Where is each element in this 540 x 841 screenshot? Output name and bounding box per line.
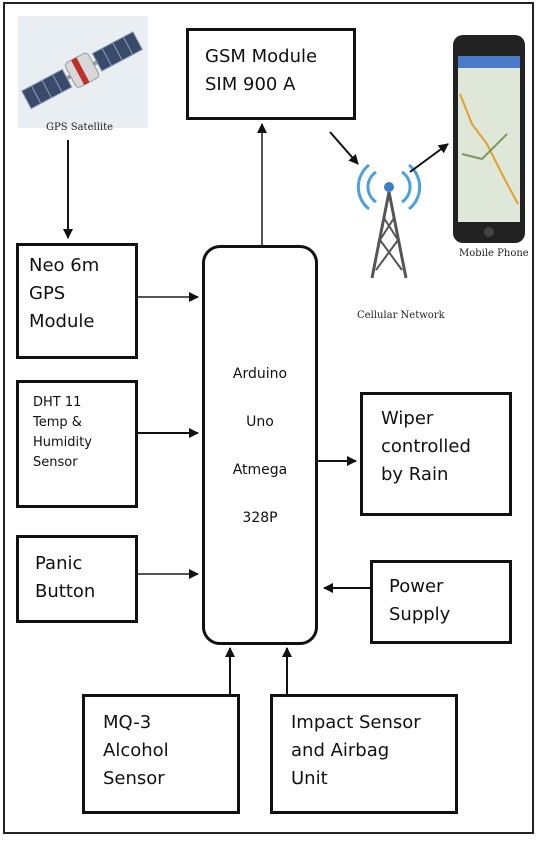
gps-module-line1: Neo 6m	[29, 255, 100, 276]
gsm-module-line1: GSM Module	[205, 46, 318, 67]
arrow-gsm-to-tower	[329, 131, 359, 165]
gsm-module-line2: SIM 900 A	[205, 73, 296, 95]
mobile-phone-icon	[453, 35, 525, 243]
gsm-module-box: GSM Module SIM 900 A	[186, 28, 356, 120]
impact-sensor-box: Impact Sensor and Airbag Unit	[270, 694, 458, 814]
arduino-line3: Atmega	[232, 462, 288, 478]
arduino-line2: Uno	[246, 414, 274, 430]
dht-sensor-box: DHT 11 Temp & Humidity Sensor	[16, 380, 138, 508]
alcohol-sensor-line2: Alcohol	[103, 739, 169, 761]
power-supply-box: Power Supply	[370, 560, 512, 644]
panic-button-box: Panic Button	[16, 535, 138, 623]
panic-button-line1: Panic	[35, 553, 83, 574]
impact-sensor-line1: Impact Sensor	[291, 712, 421, 733]
dht-sensor-line3: Humidity	[33, 435, 92, 451]
wiper-box: Wiper controlled by Rain	[360, 392, 512, 516]
mobile-phone-caption: Mobile Phone	[459, 248, 529, 259]
arduino-line1: Arduino	[232, 366, 288, 382]
gps-module-box: Neo 6m GPS Module	[16, 243, 138, 359]
impact-sensor-line2: and Airbag	[291, 739, 390, 761]
panic-button-line2: Button	[35, 580, 96, 602]
arduino-uno-block: Arduino Uno Atmega 328P	[202, 245, 318, 645]
diagram-frame	[3, 2, 534, 834]
wiper-line3: by Rain	[381, 463, 449, 485]
gps-module-line2: GPS	[29, 282, 66, 304]
gps-module-line3: Module	[29, 310, 95, 332]
alcohol-sensor-line1: MQ-3	[103, 712, 152, 733]
power-supply-line1: Power	[389, 576, 444, 597]
alcohol-sensor-line3: Sensor	[103, 767, 165, 789]
cellular-tower-icon	[356, 163, 422, 279]
wiper-line1: Wiper	[381, 408, 434, 429]
wiper-line2: controlled	[381, 435, 471, 457]
gps-satellite-icon	[18, 16, 148, 128]
cellular-network-caption: Cellular Network	[357, 310, 445, 321]
gps-satellite-caption: GPS Satellite	[46, 122, 114, 133]
dht-sensor-line4: Sensor	[33, 455, 78, 471]
dht-sensor-line2: Temp &	[33, 415, 82, 431]
alcohol-sensor-box: MQ-3 Alcohol Sensor	[82, 694, 240, 814]
power-supply-line2: Supply	[389, 603, 451, 625]
arduino-line4: 328P	[242, 510, 278, 526]
dht-sensor-line1: DHT 11	[33, 395, 82, 410]
impact-sensor-line3: Unit	[291, 767, 328, 789]
arrow-tower-to-phone	[409, 143, 449, 173]
